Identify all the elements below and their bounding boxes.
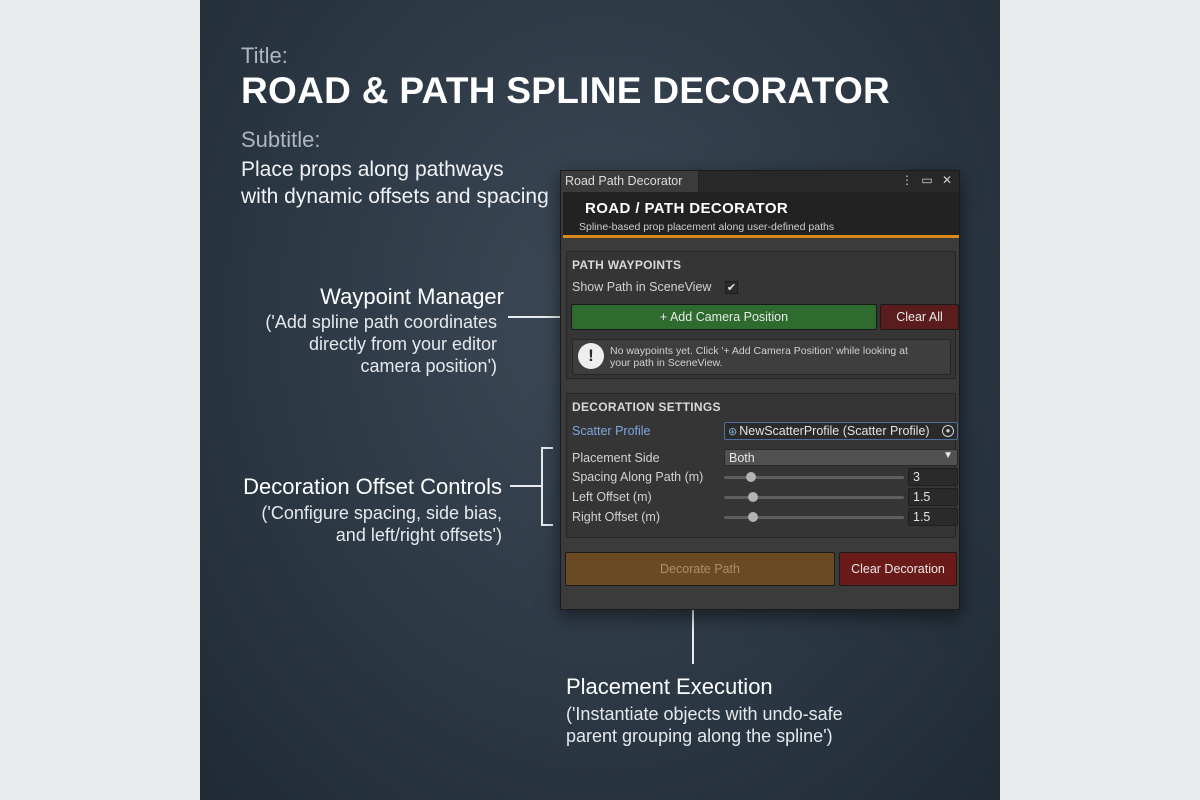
chevron-down-icon: ▼	[943, 450, 953, 461]
maximize-icon[interactable]: ▭	[921, 173, 933, 187]
window-controls: ⋮ ▭ ✕	[901, 173, 953, 187]
left-offset-slider-handle[interactable]	[747, 492, 758, 502]
section-title-path-waypoints: PATH WAYPOINTS	[572, 258, 682, 272]
more-icon[interactable]: ⋮	[901, 173, 913, 187]
info-icon: !	[578, 343, 604, 369]
decoration-settings-panel: DECORATION SETTINGS Scatter Profile ⊛New…	[566, 393, 958, 538]
tab-bar: Road Path Decorator ⋮ ▭ ✕	[561, 171, 959, 192]
help-text-line-2: your path in SceneView.	[610, 357, 723, 369]
right-offset-value-field[interactable]: 1.5	[908, 508, 958, 526]
scatter-profile-label: Scatter Profile	[572, 424, 651, 438]
callout-waypoint-desc-2: directly from your editor	[308, 334, 497, 354]
callout-execution-desc-2: parent grouping along the spline')	[566, 726, 833, 746]
callout-offset-line	[510, 485, 542, 487]
callout-waypoint-line	[508, 316, 580, 318]
placement-side-label: Placement Side	[572, 451, 660, 465]
clear-decoration-button[interactable]: Clear Decoration	[839, 552, 957, 586]
callout-waypoint-desc-1: ('Add spline path coordinates	[265, 312, 497, 332]
spacing-slider-track[interactable]	[724, 476, 904, 479]
callout-offset-title: Decoration Offset Controls	[243, 474, 502, 499]
tab-road-path-decorator[interactable]: Road Path Decorator	[561, 171, 699, 192]
callout-waypoint-title: Waypoint Manager	[320, 284, 504, 309]
spacing-slider-handle[interactable]	[746, 472, 756, 482]
help-text-line-1: No waypoints yet. Click '+ Add Camera Po…	[610, 345, 908, 357]
road-path-decorator-window: Road Path Decorator ⋮ ▭ ✕ ROAD / PATH DE…	[560, 170, 960, 610]
subtitle-line-2: with dynamic offsets and spacing	[241, 185, 549, 208]
subtitle-line-1: Place props along pathways	[241, 158, 504, 181]
callout-execution-line	[692, 582, 694, 664]
spacing-along-path-label: Spacing Along Path (m)	[572, 470, 704, 484]
right-offset-slider-handle[interactable]	[747, 512, 758, 522]
header-subtitle: Spline-based prop placement along user-d…	[579, 221, 835, 233]
callout-offset-desc-1: ('Configure spacing, side bias,	[261, 503, 502, 523]
placement-side-value: Both	[729, 451, 755, 465]
object-picker-icon[interactable]: ●	[942, 425, 954, 437]
show-path-label: Show Path in SceneView	[572, 280, 712, 294]
callout-execution-title: Placement Execution	[566, 674, 773, 699]
right-offset-label: Right Offset (m)	[572, 510, 660, 524]
spacing-value-field[interactable]: 3	[908, 468, 958, 486]
window-header: ROAD / PATH DECORATOR Spline-based prop …	[563, 192, 959, 238]
scatter-profile-value: NewScatterProfile (Scatter Profile)	[739, 424, 930, 438]
scatter-profile-field[interactable]: ⊛NewScatterProfile (Scatter Profile) ●	[724, 422, 958, 440]
callout-offset-bracket	[541, 447, 543, 526]
decorate-path-button[interactable]: Decorate Path	[565, 552, 835, 586]
subtitle-label: Subtitle:	[241, 127, 321, 152]
clear-all-button[interactable]: Clear All	[880, 304, 959, 330]
callout-offset-desc-2: and left/right offsets')	[335, 525, 502, 545]
left-offset-value-field[interactable]: 1.5	[908, 488, 958, 506]
add-camera-position-button[interactable]: + Add Camera Position	[571, 304, 877, 330]
page-title: ROAD & PATH SPLINE DECORATOR	[241, 70, 891, 111]
close-icon[interactable]: ✕	[941, 173, 953, 187]
left-offset-label: Left Offset (m)	[572, 490, 652, 504]
scriptable-object-icon: ⊛	[728, 426, 738, 438]
callout-offset-bracket-bottom	[541, 524, 553, 526]
show-path-checkbox[interactable]: ✔	[725, 281, 738, 294]
callout-offset-bracket-top	[541, 447, 553, 449]
header-title: ROAD / PATH DECORATOR	[585, 200, 789, 217]
callout-execution-desc-1: ('Instantiate objects with undo-safe	[566, 704, 843, 724]
background-canvas: Title: ROAD & PATH SPLINE DECORATOR Subt…	[200, 0, 1000, 800]
help-text: No waypoints yet. Click '+ Add Camera Po…	[610, 345, 940, 369]
path-waypoints-panel: PATH WAYPOINTS Show Path in SceneView ✔ …	[566, 251, 959, 379]
left-offset-slider-track[interactable]	[724, 496, 904, 499]
callout-waypoint-desc-3: camera position')	[360, 356, 498, 376]
title-label: Title:	[241, 43, 288, 68]
no-waypoints-help-box: ! No waypoints yet. Click '+ Add Camera …	[572, 339, 951, 375]
section-title-decoration-settings: DECORATION SETTINGS	[572, 400, 721, 414]
placement-side-dropdown[interactable]: Both ▼	[724, 449, 958, 466]
right-offset-slider-track[interactable]	[724, 516, 904, 519]
